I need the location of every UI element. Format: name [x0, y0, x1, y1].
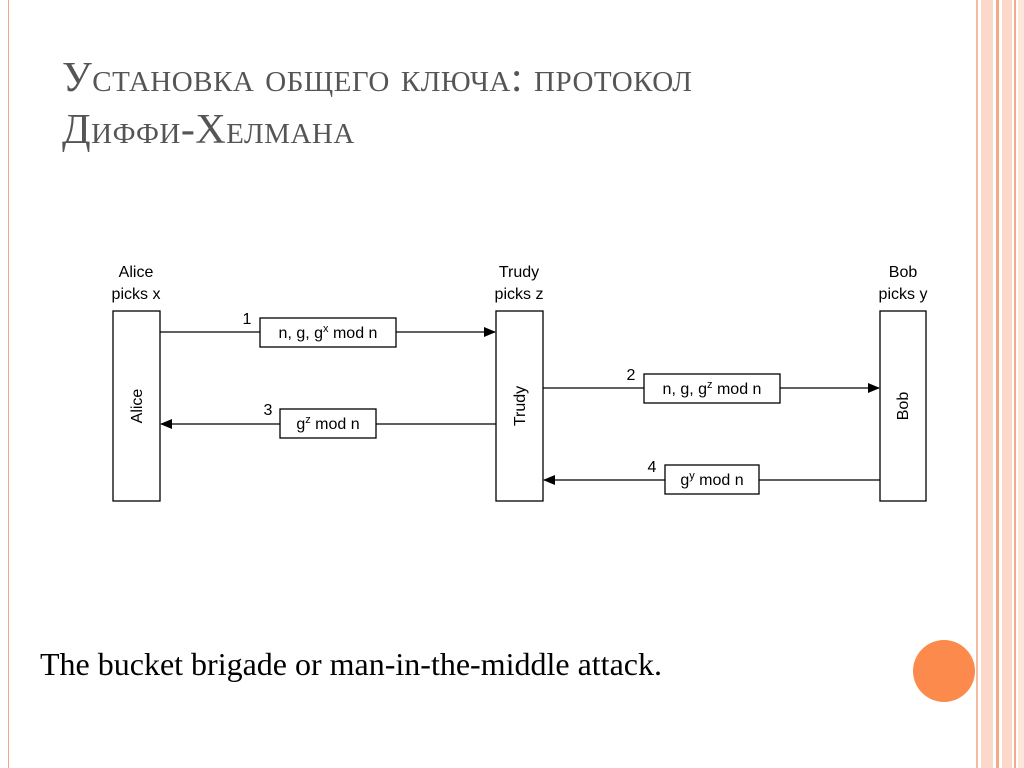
stripe-2	[981, 0, 993, 768]
trudy-box	[495, 310, 544, 502]
trudy-header-name: Trudy	[499, 264, 539, 281]
stripe-1	[976, 0, 978, 768]
message-4-box	[664, 464, 760, 495]
message-2-label: n, g, gz mod n	[663, 379, 762, 398]
message-2-box	[643, 373, 781, 404]
bob-box	[879, 310, 927, 502]
bob-header-action: picks y	[879, 286, 928, 303]
message-3-box	[279, 408, 377, 439]
stripe-3	[996, 0, 999, 768]
bob-box-label: Bob	[895, 392, 912, 421]
alice-header-name: Alice	[119, 264, 154, 281]
stripe-5	[1014, 0, 1016, 768]
slide-caption: The bucket brigade or man-in-the-middle …	[40, 646, 662, 682]
message-3-label: gz mod n	[296, 414, 359, 433]
alice-header-action: picks x	[112, 286, 161, 303]
left-border-line	[8, 0, 9, 768]
message-3-number: 3	[264, 402, 273, 419]
slide-title: Установка общего ключа: протокол Диффи-Х…	[62, 52, 942, 156]
right-decorative-stripes	[976, 0, 1024, 768]
orange-circle-decoration	[913, 640, 975, 702]
stripe-6	[1018, 0, 1024, 768]
alice-box-label: Alice	[129, 389, 146, 424]
message-4-number: 4	[648, 459, 657, 476]
message-1-number: 1	[243, 311, 252, 328]
trudy-header-action: picks z	[495, 286, 544, 303]
bob-header-name: Bob	[889, 264, 918, 281]
message-1-box	[259, 317, 397, 348]
message-2-number: 2	[627, 367, 636, 384]
trudy-box-label: Trudy	[512, 386, 529, 426]
slide-title-line-1: Установка общего ключа: протокол	[62, 55, 693, 101]
message-1-label: n, g, gx mod n	[279, 323, 378, 342]
alice-box	[112, 310, 161, 502]
stripe-4	[1002, 0, 1012, 768]
message-4-label: gy mod n	[680, 470, 743, 489]
slide-title-line-2: Диффи-Хелмана	[62, 107, 355, 153]
